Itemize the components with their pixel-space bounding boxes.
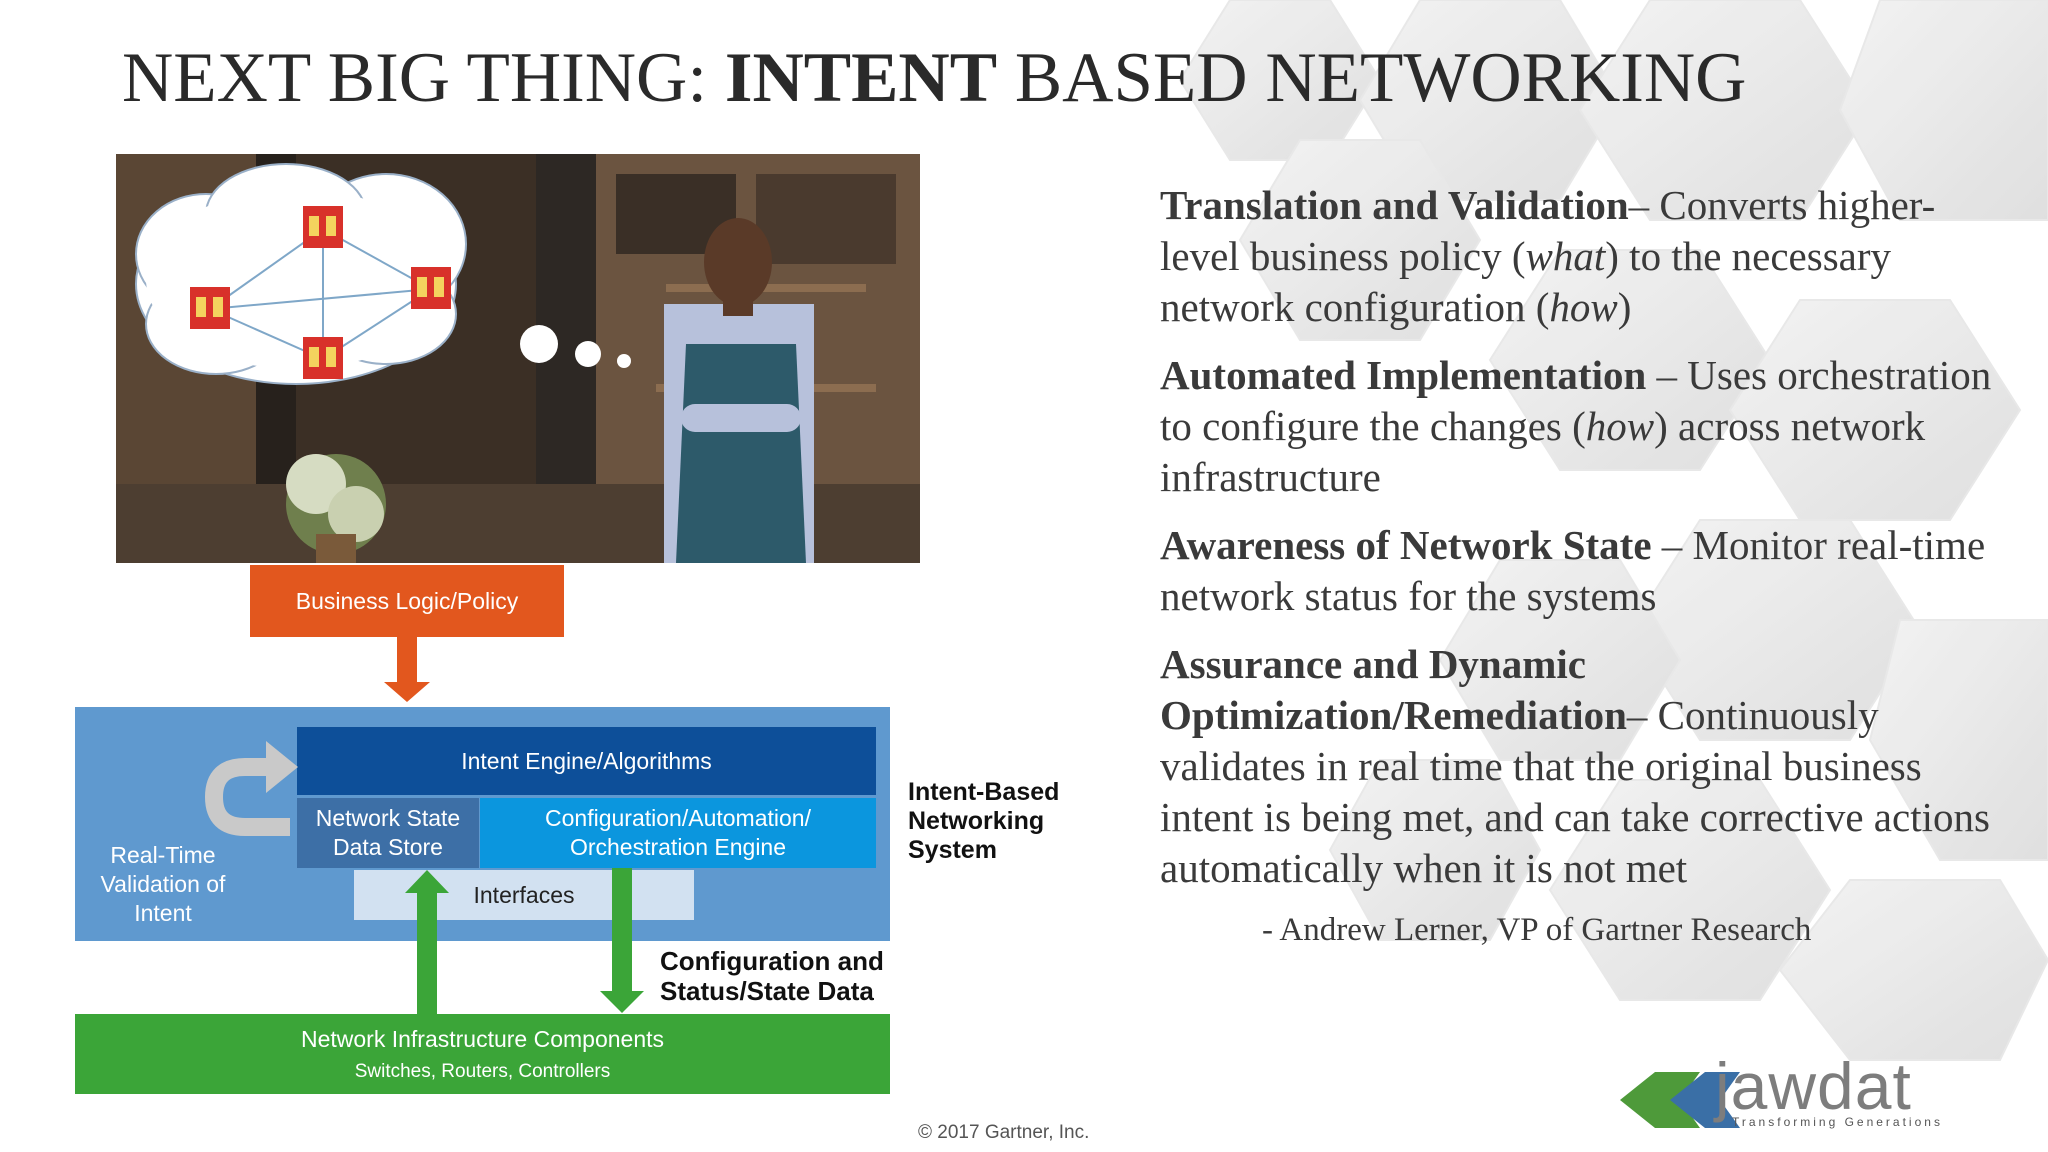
- coffee-shop-icon: [190, 206, 451, 379]
- orchestration-engine-box: Configuration/Automation/Orchestration E…: [480, 798, 876, 868]
- coffee-shop-owner-photo: [116, 154, 920, 563]
- logo-name: jawdat: [1715, 1049, 1912, 1123]
- attribution-quote: - Andrew Lerner, VP of Gartner Research: [1262, 912, 1812, 948]
- bullet-awareness: Awareness of Network State – Monitor rea…: [1160, 522, 1986, 619]
- business-logic-box: Business Logic/Policy: [250, 565, 564, 637]
- photo-illustration: [116, 154, 920, 563]
- interfaces-box: Interfaces: [354, 870, 694, 920]
- title-bold: INTENT: [724, 39, 998, 117]
- page-title: NEXT BIG THING: INTENT BASED NETWORKING: [122, 39, 1747, 117]
- logo-tagline: Transforming Generations: [1732, 1115, 1943, 1129]
- bullet-assurance: Assurance and Dynamic Optimization/Remed…: [1160, 641, 1990, 891]
- jawdat-logo-icon: [1620, 1072, 1740, 1128]
- intent-engine-box: Intent Engine/Algorithms: [297, 727, 876, 795]
- copyright-text: © 2017 Gartner, Inc.: [918, 1122, 1090, 1143]
- bullet-automated: Automated Implementation – Uses orchestr…: [1160, 352, 1992, 500]
- bullet-translation: Translation and Validation– Converts hig…: [1160, 182, 1936, 330]
- ibn-capabilities-list: Translation and Validation– Converts hig…: [1160, 180, 2000, 911]
